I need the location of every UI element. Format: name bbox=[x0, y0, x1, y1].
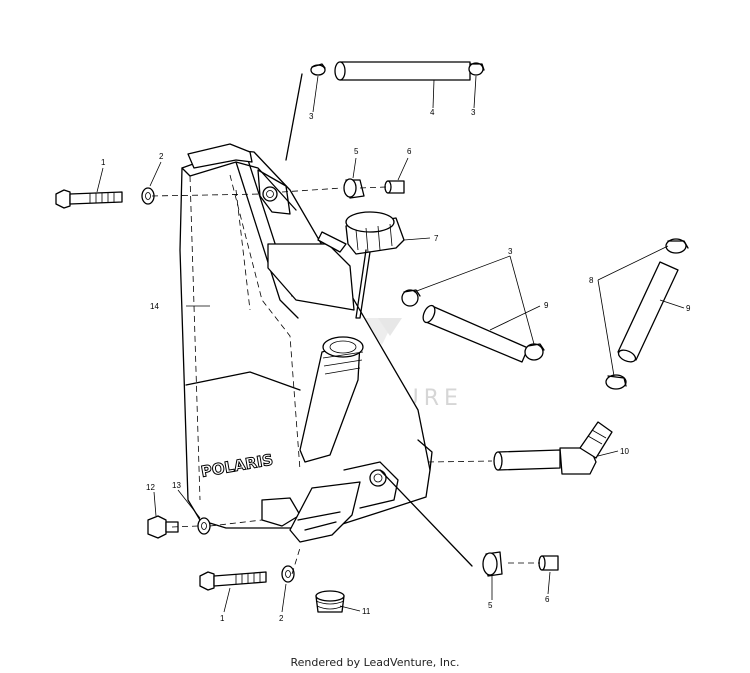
washer-lower bbox=[281, 565, 295, 583]
washer-upper bbox=[141, 187, 155, 205]
washer-drain bbox=[197, 517, 211, 535]
clamp-upper-left bbox=[310, 63, 326, 76]
fitting-upper bbox=[384, 180, 405, 194]
vent-hose bbox=[334, 61, 471, 81]
footer-credit: Rendered by LeadVenture, Inc. bbox=[290, 656, 460, 669]
callout-3-upper-right: 3 bbox=[471, 108, 476, 117]
grommet-lower bbox=[482, 551, 503, 577]
grommet-upper bbox=[343, 178, 365, 199]
callouts: 1 2 3 4 3 5 6 7 3 9 8 9 10 14 12 13 1 2 … bbox=[101, 108, 691, 623]
bolt-upper bbox=[55, 189, 123, 209]
assembly-lines bbox=[151, 73, 540, 575]
oil-tank: POLARIS bbox=[179, 143, 433, 543]
callout-7: 7 bbox=[434, 234, 439, 243]
callout-2-upper: 2 bbox=[159, 152, 164, 161]
fitting-lower bbox=[538, 555, 559, 571]
callout-6-lower: 6 bbox=[545, 595, 550, 604]
clamp-upper-right bbox=[468, 62, 485, 76]
clamp-mid-lower bbox=[524, 343, 545, 361]
callout-2-lower: 2 bbox=[279, 614, 284, 623]
clamp-right-bottom bbox=[605, 374, 627, 390]
callout-11: 11 bbox=[362, 607, 371, 616]
watermark-emblem-icon bbox=[362, 318, 402, 345]
callout-5-lower: 5 bbox=[488, 601, 493, 610]
callout-3-mid: 3 bbox=[508, 247, 513, 256]
callout-9-mid: 9 bbox=[544, 301, 549, 310]
callout-10: 10 bbox=[620, 447, 629, 456]
callout-6-upper: 6 bbox=[407, 147, 412, 156]
callout-4: 4 bbox=[430, 108, 435, 117]
hose-mid bbox=[422, 304, 529, 363]
hose-right bbox=[617, 261, 679, 363]
clamp-mid-upper bbox=[401, 289, 421, 307]
callout-9-right: 9 bbox=[686, 304, 691, 313]
callout-8: 8 bbox=[589, 276, 594, 285]
bolt-lower bbox=[199, 571, 267, 591]
elbow-fitting bbox=[493, 421, 613, 475]
clamp-right-top bbox=[665, 238, 689, 254]
spring-filter bbox=[315, 590, 345, 613]
callout-1-lower: 1 bbox=[220, 614, 225, 623]
callout-12: 12 bbox=[146, 483, 155, 492]
leader-lines bbox=[96, 75, 685, 613]
callout-1-upper: 1 bbox=[101, 158, 106, 167]
filler-cap-dipstick bbox=[317, 211, 405, 319]
callout-14: 14 bbox=[150, 302, 159, 311]
callout-13: 13 bbox=[172, 481, 181, 490]
callout-5-upper: 5 bbox=[354, 147, 359, 156]
callout-3-upper-left: 3 bbox=[309, 112, 314, 121]
